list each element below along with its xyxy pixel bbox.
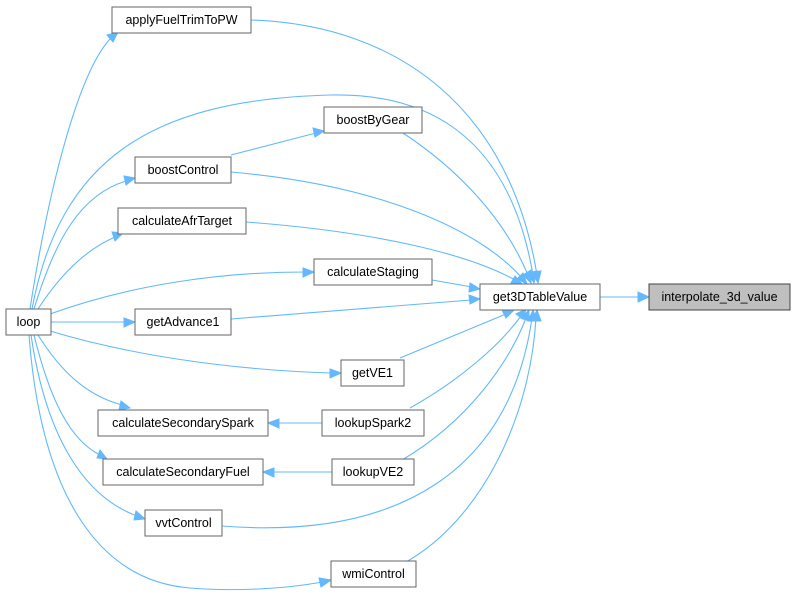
edge-loop-to-get3d-top	[31, 94, 534, 310]
node-vvtcontrol[interactable]: vvtControl	[144, 509, 223, 537]
node-getadvance1[interactable]: getAdvance1	[134, 308, 232, 336]
arrowhead-icon	[302, 267, 316, 278]
node-label: vvtControl	[155, 516, 211, 530]
arrowhead-icon	[312, 127, 326, 138]
edge-loop-to-boostcontrol	[33, 180, 127, 310]
edge-boostcontrol-to-get3d	[230, 171, 523, 279]
node-label: calculateAfrTarget	[132, 214, 233, 228]
edge-loop-to-applyfueltrimtopw	[29, 37, 112, 310]
arrowhead-icon	[261, 467, 275, 478]
edges	[28, 19, 651, 591]
node-label: wmiControl	[341, 567, 405, 581]
edge-loop-to-calculateafrtarget	[37, 236, 116, 310]
arrowhead-icon	[468, 282, 482, 293]
nodes: interpolate_3d_value get3DTableValue loo…	[5, 6, 791, 588]
node-label: lookupSpark2	[335, 416, 411, 430]
node-label: calculateSecondaryFuel	[116, 465, 249, 479]
edge-lookupve2-to-get3d	[401, 317, 527, 461]
node-wmicontrol[interactable]: wmiControl	[330, 560, 417, 588]
edge-loop-to-secondaryfuel	[33, 334, 101, 456]
edge-calculatestaging-to-get3d	[431, 279, 473, 288]
arrowhead-icon	[516, 272, 528, 286]
node-label: interpolate_3d_value	[661, 290, 777, 304]
arrowhead-icon	[133, 510, 147, 521]
arrowhead-icon	[318, 577, 333, 588]
edge-vvtcontrol-to-get3d	[221, 317, 533, 529]
node-calculatesecondaryspark[interactable]: calculateSecondarySpark	[97, 409, 269, 437]
node-label: get3DTableValue	[493, 290, 587, 304]
node-calculatestaging[interactable]: calculateStaging	[313, 258, 433, 286]
arrowhead-icon	[123, 317, 137, 328]
arrowhead-icon	[266, 418, 280, 429]
edge-getadvance1-to-get3d	[230, 299, 472, 320]
arrowhead-icon	[123, 175, 137, 186]
arrowhead-icon	[96, 448, 109, 460]
arrowhead-icon	[531, 308, 542, 322]
arrowhead-icon	[468, 294, 482, 305]
arrowhead-icon	[522, 269, 532, 285]
node-interpolate-3d-value[interactable]: interpolate_3d_value	[648, 283, 791, 311]
node-boostcontrol[interactable]: boostControl	[134, 156, 232, 184]
edge-loop-to-wmicontrol	[28, 334, 323, 591]
edge-boostcontrol-to-boostbygear	[230, 132, 317, 156]
edge-lookupspark2-to-get3d	[409, 315, 522, 409]
edge-loop-to-vvtcontrol	[30, 334, 138, 517]
node-label: lookupVE2	[343, 465, 404, 479]
edge-boostbygear-to-get3d	[399, 130, 529, 276]
arrowhead-icon	[118, 400, 132, 411]
arrowhead-icon	[329, 368, 343, 379]
edge-applyfueltrimtopw-to-get3d	[250, 19, 538, 276]
node-label: boostByGear	[337, 113, 410, 127]
edge-calculateafrtarget-to-get3d	[245, 221, 516, 281]
edge-loop-to-secondaryspark	[37, 334, 123, 406]
arrowhead-icon	[520, 308, 530, 322]
edge-loop-to-getve1	[49, 330, 333, 374]
edge-getve1-to-get3d	[399, 313, 507, 359]
node-applyfueltrimtopw[interactable]: applyFuelTrimToPW	[111, 6, 252, 34]
node-label: loop	[17, 315, 41, 329]
node-loop[interactable]: loop	[5, 308, 52, 336]
node-label: getAdvance1	[147, 315, 220, 329]
arrowhead-icon	[637, 291, 651, 303]
node-lookupve2[interactable]: lookupVE2	[331, 458, 415, 486]
node-get3dtablevalue[interactable]: get3DTableValue	[479, 283, 601, 311]
node-getve1[interactable]: getVE1	[340, 359, 405, 387]
node-label: boostControl	[148, 163, 219, 177]
node-label: calculateStaging	[327, 265, 419, 279]
node-label: getVE1	[352, 366, 393, 380]
node-calculatesecondaryfuel[interactable]: calculateSecondaryFuel	[102, 458, 264, 486]
arrowhead-icon	[501, 309, 516, 319]
node-label: calculateSecondarySpark	[112, 416, 254, 430]
node-calculateafrtarget[interactable]: calculateAfrTarget	[117, 207, 247, 235]
node-boostbygear[interactable]: boostByGear	[323, 106, 423, 134]
node-lookupspark2[interactable]: lookupSpark2	[321, 409, 425, 437]
node-label: applyFuelTrimToPW	[125, 13, 237, 27]
edge-wmicontrol-to-get3d	[405, 317, 537, 563]
edge-loop-to-calculatestaging	[49, 271, 306, 315]
